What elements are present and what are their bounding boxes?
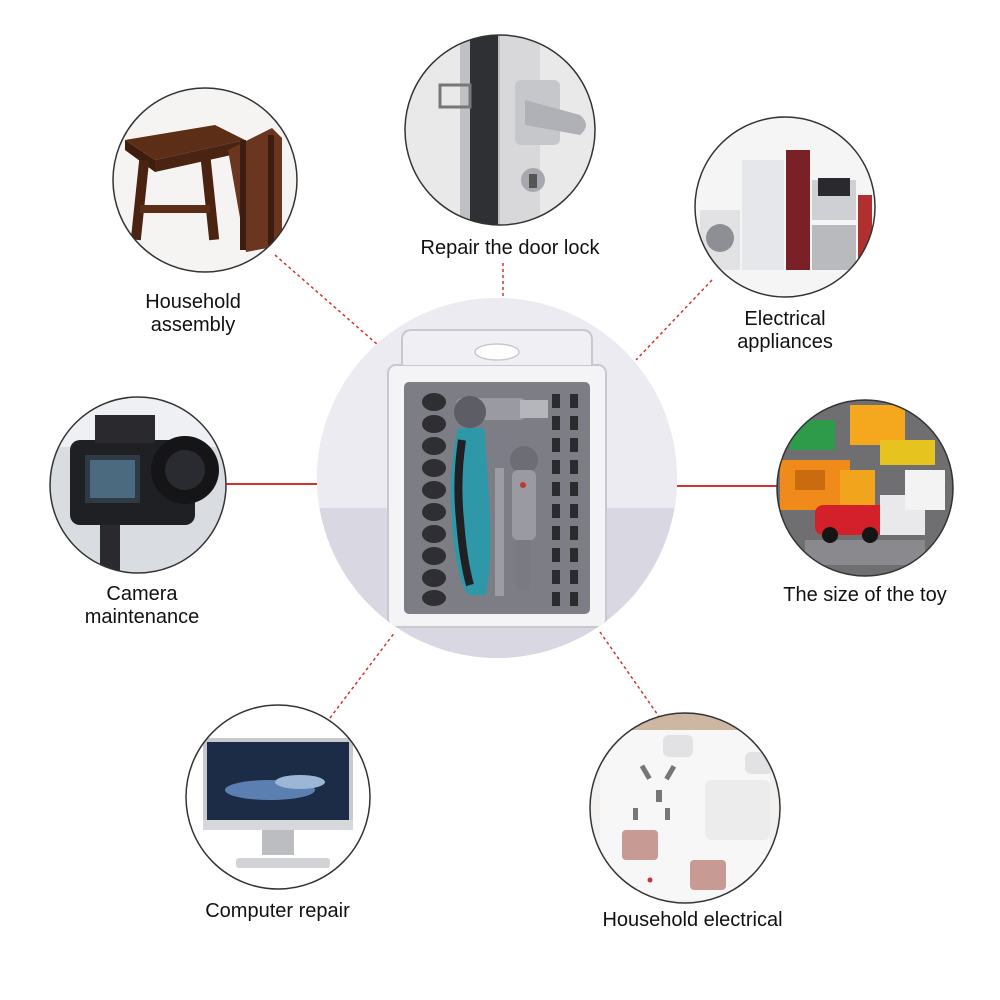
wall-power-socket-icon <box>589 712 781 904</box>
wooden-stool-chair-icon <box>112 87 298 273</box>
home-appliances-icon <box>694 116 876 298</box>
desktop-monitor-icon <box>185 704 371 890</box>
connector-household-electrical <box>599 631 661 719</box>
door-lever-lock-icon <box>404 34 596 226</box>
connector-household-assembly <box>274 254 379 346</box>
label-toy-size: The size of the toy <box>783 584 947 606</box>
label-computer-repair: Computer repair <box>205 900 350 922</box>
screwdriver-kit-case-icon <box>317 298 677 658</box>
connector-lines <box>226 254 777 719</box>
toy-cars-pile-icon <box>776 399 954 577</box>
label-camera-maintenance: Camera maintenance <box>84 583 200 628</box>
label-household-electrical: Household electrical <box>602 909 783 931</box>
label-electrical-appliances: Electrical appliances <box>737 308 833 353</box>
connector-electrical-appliances <box>635 279 713 361</box>
label-household-assembly: Household assembly <box>145 291 241 336</box>
dslr-camera-icon <box>49 396 227 574</box>
connector-computer <box>329 631 396 719</box>
label-repair-door-lock: Repair the door lock <box>420 237 600 259</box>
